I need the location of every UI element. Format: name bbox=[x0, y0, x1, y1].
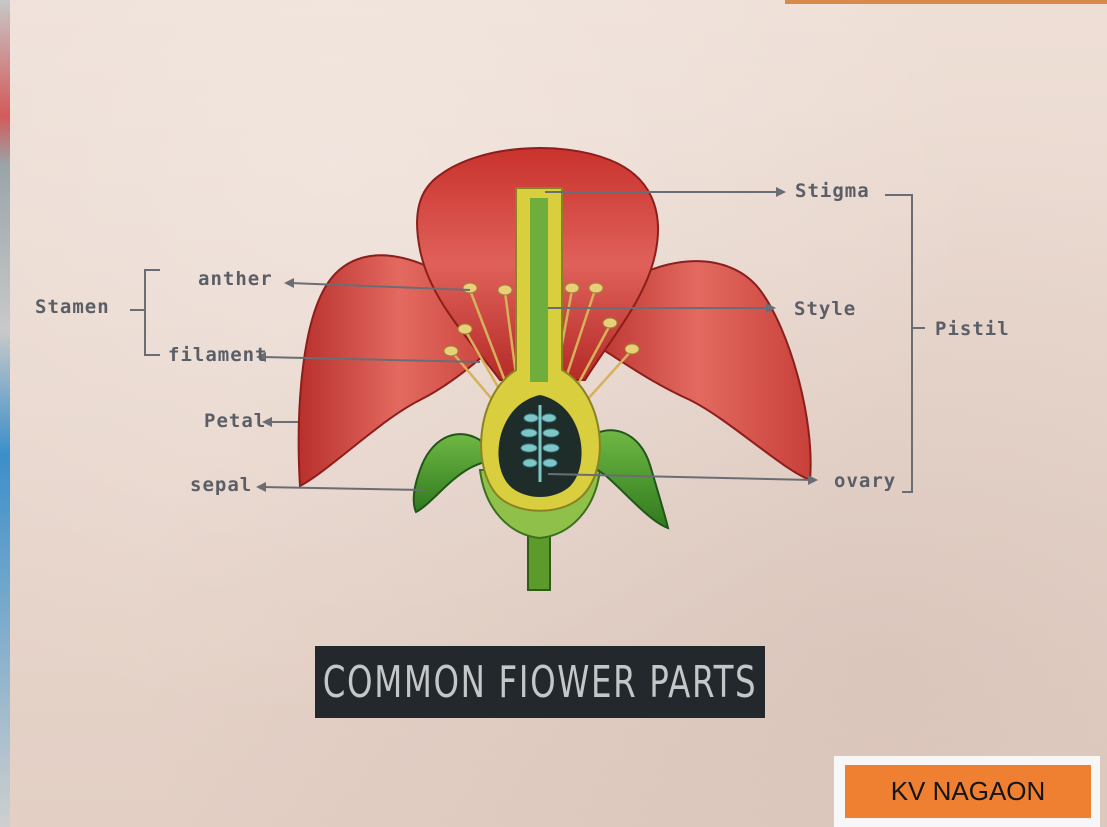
label-sepal: sepal bbox=[190, 474, 252, 496]
school-badge: KV NAGAON bbox=[845, 765, 1091, 818]
label-pistil: Pistil bbox=[935, 318, 1010, 340]
label-petal: Petal bbox=[204, 410, 266, 432]
label-filament: filament bbox=[168, 344, 268, 366]
diagram-title: COMMON FIOWER PARTS bbox=[323, 657, 758, 708]
school-badge-label: KV NAGAON bbox=[891, 776, 1046, 807]
style-core bbox=[530, 198, 548, 382]
sepal-pointer bbox=[262, 487, 425, 490]
title-plate: COMMON FIOWER PARTS bbox=[315, 646, 765, 718]
label-style: Style bbox=[794, 298, 856, 320]
label-stamen: Stamen bbox=[35, 296, 110, 318]
label-anther: anther bbox=[198, 268, 273, 290]
stamen-bracket bbox=[130, 270, 160, 355]
pistil-bracket bbox=[885, 195, 925, 492]
label-ovary: ovary bbox=[834, 470, 896, 492]
label-stigma: Stigma bbox=[795, 180, 870, 202]
